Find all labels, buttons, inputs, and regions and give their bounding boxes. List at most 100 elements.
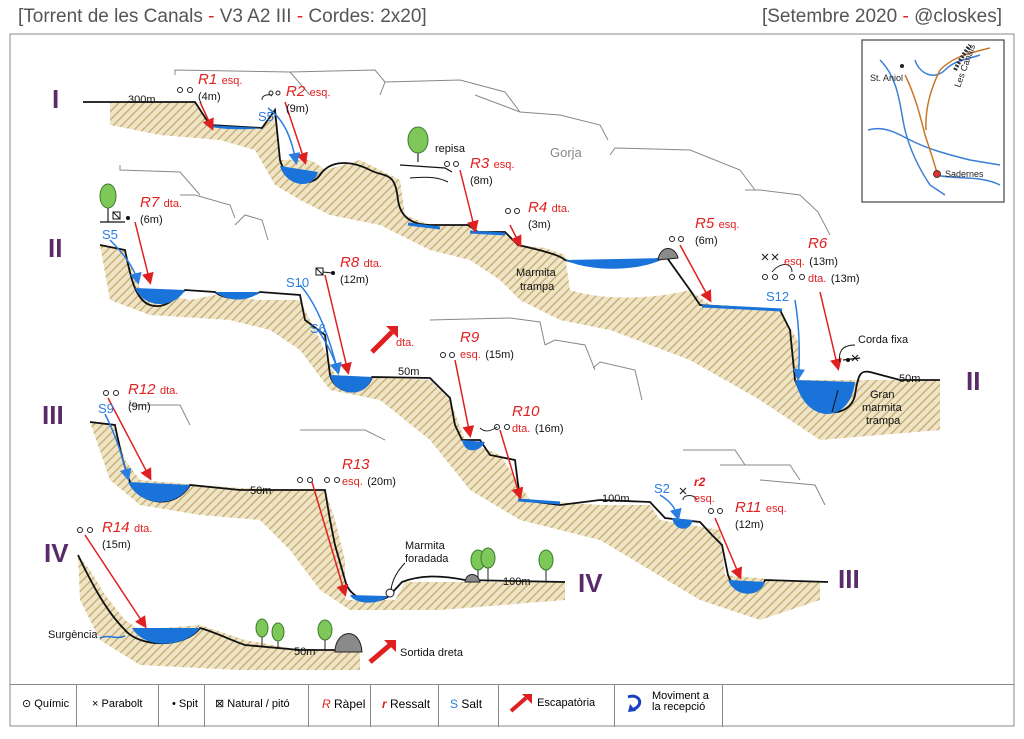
marmita-foradada-label: Marmita	[405, 540, 445, 552]
anchor-icons	[77, 87, 805, 533]
spit-icon: •	[172, 698, 176, 710]
title-grade: V3 A2 III	[219, 6, 297, 27]
title-ropes: Cordes: 2x20]	[308, 6, 427, 27]
profile-section-III-IV	[77, 400, 826, 670]
title-sep: -	[296, 6, 309, 27]
rappel-R6-left: esq. (13m)	[784, 256, 838, 268]
rappel-R1: R1 esq.(4m)	[198, 71, 243, 103]
sortida-label: Sortida dreta	[400, 647, 463, 659]
escape-arrow-icon	[368, 640, 396, 664]
page-date: [Setembre 2020 - @closkes]	[762, 6, 1002, 28]
map-label-st-aniol: St. Aniol	[870, 73, 903, 83]
jump-S12: S12	[766, 289, 790, 304]
jump-S5-b: S5	[102, 227, 118, 242]
natural-anchor-icon: ⊠	[215, 698, 225, 710]
date-text: [Setembre 2020	[761, 6, 903, 27]
jump-arrows	[104, 107, 805, 521]
tree-icon	[271, 622, 285, 648]
section-I-label: I	[52, 84, 60, 114]
marmita-trampa-label: Marmita	[516, 267, 556, 279]
legend-parabolt: × Parabolt	[92, 698, 143, 710]
distance-label: 50m	[899, 373, 921, 385]
distance-label: 50m	[294, 646, 316, 658]
location-map: St. Aniol Les Canals Sadernes	[861, 39, 1005, 203]
distance-label: 50m	[398, 366, 420, 378]
outer-border	[9, 33, 1015, 727]
tree-icon	[480, 547, 496, 582]
title-name: [Torrent de les Canals	[18, 6, 209, 27]
jump-S2: S2	[654, 481, 670, 496]
escape-direction-label: dta.	[396, 337, 415, 349]
escape-arrow-icon	[509, 694, 532, 713]
rappel-R8: R8 dta.(12m)	[340, 254, 382, 286]
gran-marmita-label-2: marmita	[862, 402, 902, 414]
rappel-R12: R12 dta.(9m)	[128, 381, 179, 413]
parabolt-icons	[679, 253, 779, 495]
date-sep: -	[902, 6, 915, 27]
section-III-end-label: III	[838, 564, 860, 594]
map-label-sadernes: Sadernes	[945, 169, 984, 179]
section-III-label: III	[42, 400, 64, 430]
legend-rapel: R Ràpel	[322, 697, 366, 711]
rotation-arrow-icon	[627, 694, 642, 712]
tree-icon	[538, 549, 554, 582]
jump-S10: S10	[286, 275, 310, 290]
jump-S9: S9	[98, 401, 114, 416]
marmita-trampa-label-2: trampa	[520, 281, 555, 293]
page-title: [Torrent de les Canals - V3 A2 III - Cor…	[18, 6, 427, 28]
profile-section-II	[99, 165, 829, 620]
rappel-R6: R6	[808, 235, 828, 252]
profile-section-I	[83, 69, 940, 440]
legend-escapatoria: Escapatòria	[508, 693, 595, 713]
gran-marmita-label: Gran	[870, 389, 895, 401]
legend-bar: ⊙ Químic × Parabolt • Spit ⊠ Natural / p…	[10, 684, 1014, 727]
rappel-arrows	[84, 101, 842, 629]
legend-quimic: ⊙ Químic	[22, 698, 70, 710]
tree-icon	[99, 183, 117, 222]
section-IV-label: IV	[44, 538, 69, 568]
tree-icon	[407, 126, 429, 162]
corda-fixa-label: Corda fixa	[858, 334, 909, 346]
rappel-R6-right: dta. (13m)	[808, 273, 860, 285]
jump-S6: S6	[310, 321, 326, 336]
natural-anchor-icons	[315, 267, 861, 362]
distance-label: 100m	[602, 493, 630, 505]
legend-ressalt: r Ressalt	[382, 697, 431, 711]
gorja-label: Gorja	[550, 145, 582, 160]
rappel-R3: R3 esq.(8m)	[470, 155, 515, 187]
escape-arrow-icon	[370, 326, 398, 354]
rappel-R11: R11 esq.(12m)	[735, 499, 787, 531]
section-II-end-label: II	[966, 366, 981, 396]
parabolt-icon: ×	[92, 698, 99, 710]
distance-label: 300m	[128, 94, 156, 106]
legend-salt: S Salt	[450, 697, 483, 711]
tree-icon	[317, 619, 333, 650]
distance-label: 100m	[503, 576, 531, 588]
surgencia-label: Surgència	[48, 629, 98, 641]
section-II-label: II	[48, 233, 63, 263]
repisa-label: repisa	[435, 143, 465, 155]
title-sep: -	[208, 6, 220, 27]
section-IV-end-label: IV	[578, 568, 603, 598]
chemical-anchor-icon: ⊙	[22, 698, 32, 710]
rappel-R2: R2 esq.(9m)	[286, 83, 331, 115]
marmita-foradada-label-2: foradada	[405, 553, 449, 565]
distance-label: 50m	[250, 485, 272, 497]
rappel-R14: R14 dta.(15m)	[102, 519, 153, 551]
rappel-R5: R5 esq.(6m)	[695, 215, 740, 247]
gran-marmita-label-3: trampa	[866, 415, 901, 427]
rappel-R7: R7 dta.(6m)	[140, 194, 182, 226]
author-text: @closkes]	[914, 6, 1002, 27]
rappel-R4: R4 dta.(3m)	[528, 199, 570, 231]
tree-icon	[255, 618, 269, 646]
legend-natural: ⊠ Natural / pitó	[215, 698, 290, 710]
jump-S5: S5	[258, 109, 274, 124]
legend-spit: • Spit	[172, 698, 198, 710]
leader-lines	[390, 344, 856, 591]
